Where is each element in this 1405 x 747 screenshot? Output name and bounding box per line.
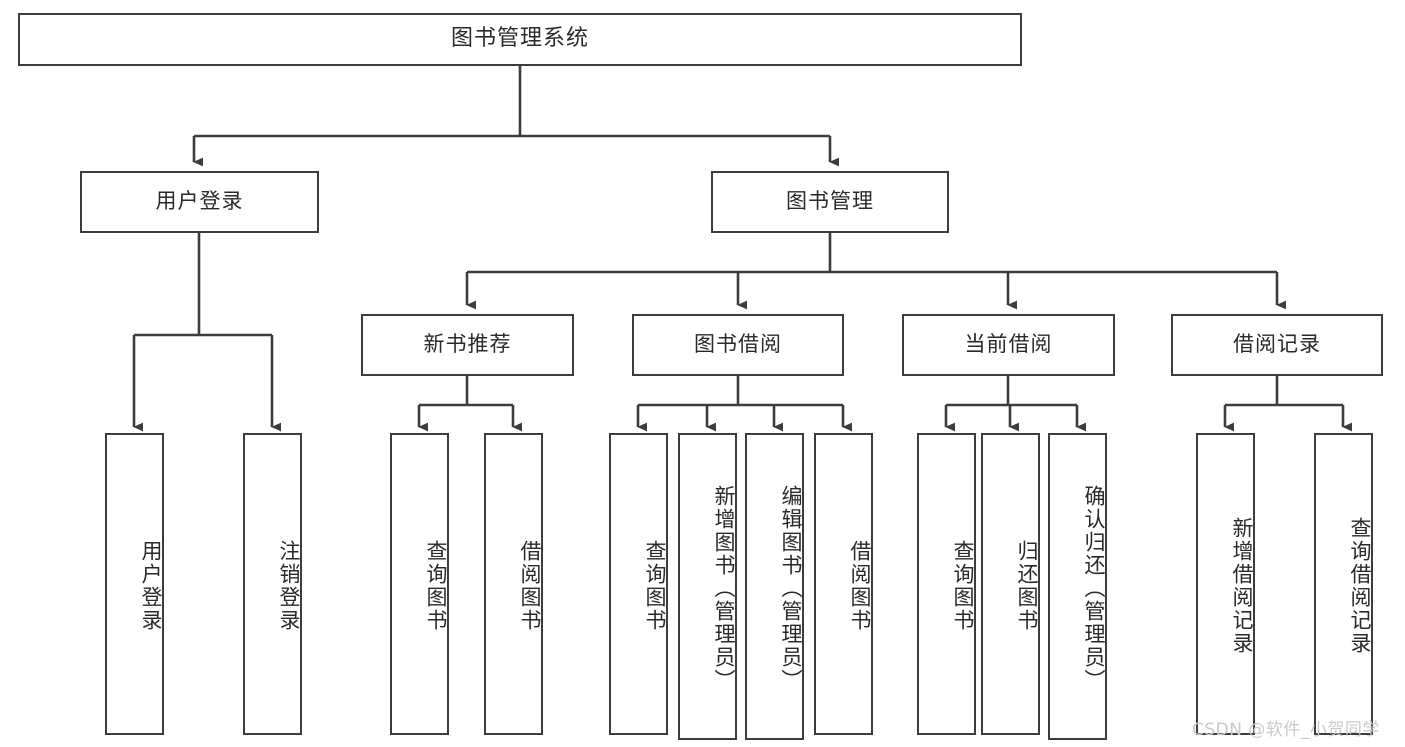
leaf-borrow-record-add[interactable]: 新增借阅记录: [1196, 433, 1255, 735]
node-label: 新增借阅记录: [1230, 517, 1254, 655]
node-label: 查询图书: [951, 540, 975, 632]
node-label: 编辑图书（管理员）: [779, 485, 803, 692]
node-label: 用户登录: [139, 540, 163, 632]
node-label: 新增图书（管理员）: [712, 485, 736, 692]
node-label: 借阅图书: [518, 540, 542, 632]
leaf-new-book-query[interactable]: 查询图书: [390, 433, 449, 735]
leaf-current-borrow-return[interactable]: 归还图书: [981, 433, 1040, 735]
leaf-book-borrow-add[interactable]: 新增图书（管理员）: [678, 433, 737, 740]
leaf-borrow-record-query[interactable]: 查询借阅记录: [1314, 433, 1373, 735]
node-label: 用户登录: [155, 189, 244, 214]
node-label: 查询图书: [643, 540, 667, 632]
node-root-system[interactable]: 图书管理系统: [18, 13, 1022, 66]
leaf-current-borrow-confirm-return[interactable]: 确认归还（管理员）: [1048, 433, 1107, 740]
node-book-management[interactable]: 图书管理: [711, 171, 949, 233]
leaf-book-borrow-edit[interactable]: 编辑图书（管理员）: [745, 433, 804, 740]
node-label: 归还图书: [1015, 540, 1039, 632]
node-current-borrow[interactable]: 当前借阅: [902, 314, 1115, 376]
leaf-book-borrow-query[interactable]: 查询图书: [609, 433, 668, 735]
node-label: 确认归还（管理员）: [1082, 485, 1106, 692]
leaf-user-login-login[interactable]: 用户登录: [105, 433, 164, 735]
leaf-book-borrow-borrow[interactable]: 借阅图书: [814, 433, 873, 735]
node-label: 当前借阅: [964, 332, 1053, 357]
node-label: 图书管理系统: [450, 26, 589, 52]
watermark-text: CSDN @软件_小贺同学: [1192, 720, 1380, 740]
csdn-watermark: CSDN @软件_小贺同学: [1192, 715, 1380, 740]
leaf-current-borrow-query[interactable]: 查询图书: [917, 433, 976, 735]
node-label: 图书管理: [786, 189, 874, 214]
node-borrow-record[interactable]: 借阅记录: [1171, 314, 1383, 376]
node-label: 借阅图书: [848, 540, 872, 632]
node-label: 新书推荐: [423, 332, 512, 357]
node-label: 图书借阅: [694, 332, 782, 357]
node-label: 注销登录: [277, 540, 301, 632]
node-book-borrow[interactable]: 图书借阅: [632, 314, 844, 376]
leaf-new-book-borrow[interactable]: 借阅图书: [484, 433, 543, 735]
node-label: 借阅记录: [1233, 332, 1321, 357]
leaf-user-login-logout[interactable]: 注销登录: [243, 433, 302, 735]
node-new-book-recommend[interactable]: 新书推荐: [361, 314, 574, 376]
node-label: 查询图书: [424, 540, 448, 632]
node-label: 查询借阅记录: [1348, 517, 1372, 655]
node-user-login[interactable]: 用户登录: [80, 171, 319, 233]
